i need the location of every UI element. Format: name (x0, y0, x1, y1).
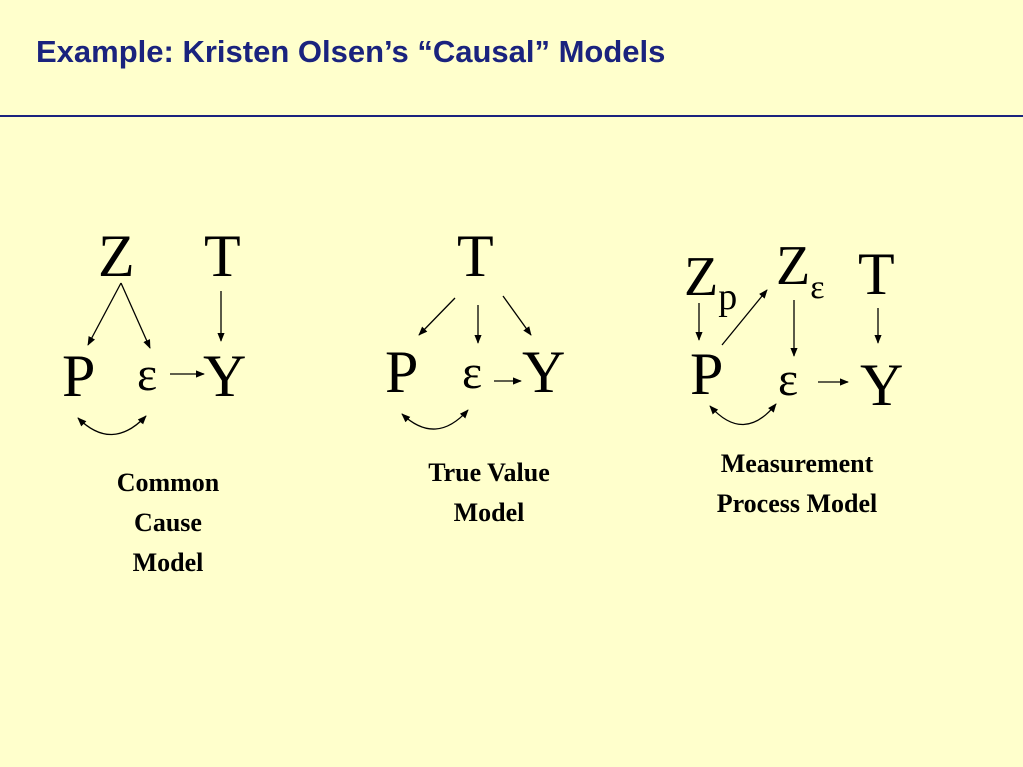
caption-measurement-process-model: Measurement Process Model (682, 444, 912, 524)
arrow-p-to-zp (721, 289, 768, 346)
arrow-t-to-p (418, 297, 456, 336)
caption-line: True Value (428, 458, 550, 487)
slide-title: Example: Kristen Olsen’s “Causal” Models (36, 34, 666, 69)
arrow-z-to-epsilon (120, 282, 151, 349)
node-epsilon: ε (137, 348, 157, 401)
caption-line: Cause (134, 508, 202, 537)
node-z-epsilon-base: Z (776, 235, 810, 297)
node-t: T (204, 223, 241, 289)
node-y: Y (860, 352, 903, 418)
common-cause-model: Z T P ε Y (62, 223, 246, 436)
correlation-arc-p-epsilon (709, 403, 777, 426)
caption-line: Model (132, 548, 204, 577)
arrow-t-to-y (502, 295, 532, 336)
arrow-z-to-p (87, 282, 122, 346)
caption-line: Measurement (720, 449, 874, 478)
node-p: P (690, 341, 723, 407)
caption-true-value-model: True Value Model (399, 453, 579, 533)
node-z-p-subscript: p (718, 276, 737, 318)
caption-common-cause-model: Common Cause Model (88, 463, 248, 583)
true-value-model: T P ε Y (385, 223, 565, 430)
node-z-epsilon: Zε (776, 235, 825, 306)
node-y: Y (203, 343, 246, 409)
measurement-process-model: Zp Zε T P ε Y (684, 235, 903, 426)
caption-line: Process Model (716, 489, 878, 518)
node-p: P (385, 339, 418, 405)
title-divider (0, 115, 1023, 117)
correlation-arc-p-epsilon (401, 409, 469, 430)
node-y: Y (522, 339, 565, 405)
node-epsilon: ε (778, 353, 798, 406)
node-t: T (858, 241, 895, 307)
caption-line: Model (453, 498, 525, 527)
node-p: P (62, 343, 95, 409)
node-z-p: Zp (684, 246, 737, 318)
node-epsilon: ε (462, 346, 482, 399)
correlation-arc-p-epsilon (77, 415, 147, 436)
node-z-p-base: Z (684, 246, 718, 308)
caption-line: Common (116, 468, 220, 497)
node-z: Z (98, 223, 135, 289)
node-t: T (457, 223, 494, 289)
node-z-epsilon-subscript: ε (810, 269, 824, 306)
